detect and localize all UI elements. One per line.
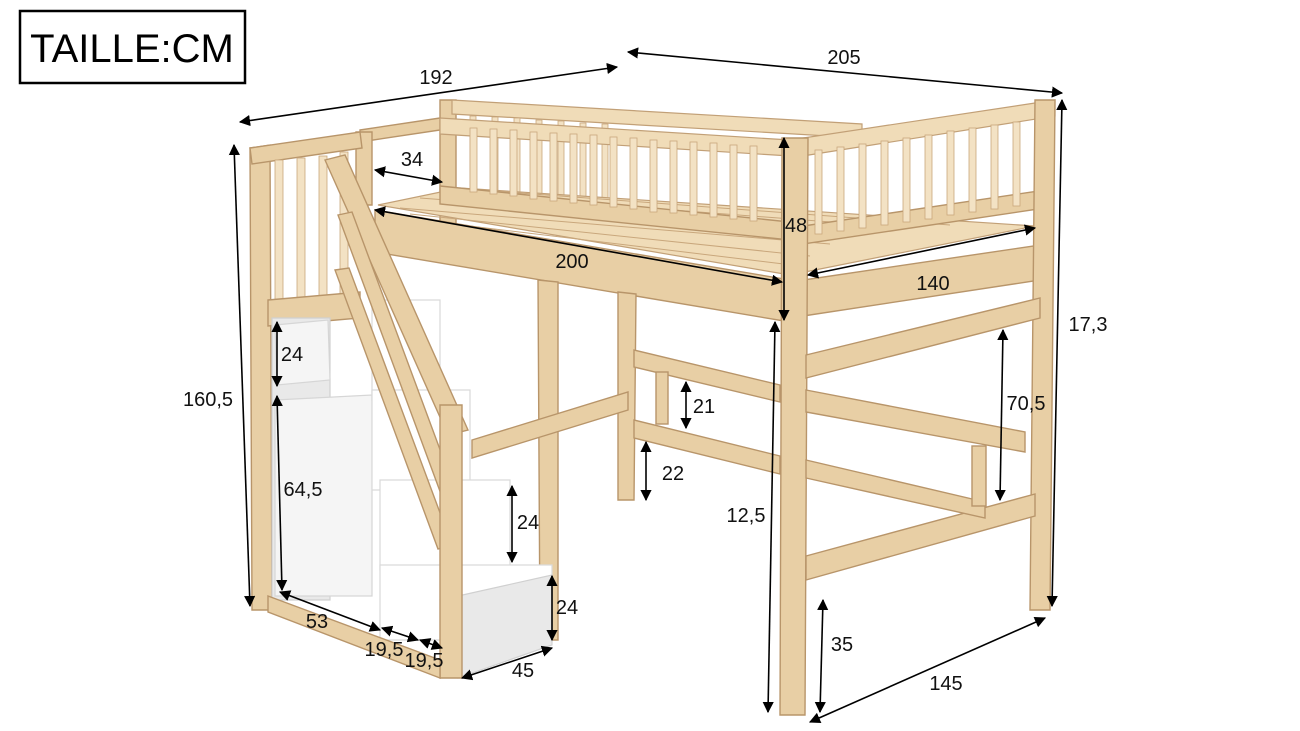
dim-line-70-5 (994, 328, 1009, 502)
back-right-post (1029, 99, 1056, 611)
label-34: 34 (401, 149, 423, 171)
label-70-5: 70,5 (1007, 393, 1046, 415)
foot-rail-mid (805, 389, 1026, 453)
label-192: 192 (419, 67, 452, 89)
label-53: 53 (306, 611, 328, 633)
label-24-low: 24 (556, 597, 578, 619)
label-21: 21 (693, 396, 715, 418)
label-160-5: 160,5 (183, 389, 233, 411)
label-205: 205 (827, 47, 860, 69)
label-24-mid: 24 (517, 512, 539, 534)
stair-outer-post (249, 144, 273, 611)
dim-line-205 (626, 47, 1064, 98)
dim-line-192 (238, 62, 619, 127)
foot-guardrail-slats (814, 121, 1021, 235)
stair-handrail (324, 154, 469, 436)
dim-line-45 (460, 645, 554, 681)
label-19-5-b: 19,5 (405, 650, 444, 672)
dim-line-19-5-a (380, 625, 420, 643)
front-guardrail-slats (469, 127, 758, 222)
dim-line-35 (814, 598, 829, 714)
title-label: TAILLE:CM (18, 9, 247, 85)
back-cross-bar (471, 391, 629, 459)
foot-rail-low (805, 493, 1036, 581)
dim-line-140 (806, 224, 1037, 279)
foot-rail-high (805, 297, 1041, 379)
label-145: 145 (929, 673, 962, 695)
foot-rail-lower (805, 459, 986, 519)
label-19-5-a: 19,5 (365, 639, 404, 661)
stair-front-post (439, 404, 463, 679)
dim-line-19-5-b (418, 638, 444, 650)
label-64-5: 64,5 (284, 479, 323, 501)
dim-line-34 (373, 166, 444, 186)
dim-line-53 (278, 590, 382, 632)
under-rail-spacer (655, 371, 669, 425)
dim-line-12-5 (762, 320, 781, 714)
label-48: 48 (785, 215, 807, 237)
label-35: 35 (831, 634, 853, 656)
loft-bed-illustration (249, 99, 1056, 716)
label-17-3: 17,3 (1069, 314, 1108, 336)
label-140: 140 (916, 273, 949, 295)
dim-line-145 (808, 616, 1047, 724)
label-200: 200 (555, 251, 588, 273)
dim-line-17-3 (1046, 98, 1068, 608)
dimension-lines (228, 47, 1068, 724)
under-rail-lower (633, 419, 781, 475)
label-22: 22 (662, 463, 684, 485)
label-24-top: 24 (281, 344, 303, 366)
label-12-5: 12,5 (727, 505, 766, 527)
dim-line-64-5 (271, 394, 288, 592)
title-text: TAILLE:CM (30, 27, 234, 71)
dim-line-200 (373, 206, 784, 286)
label-45: 45 (512, 660, 534, 682)
dimension-labels: 192 205 34 200 140 48 17,3 160,5 12,5 70… (183, 47, 1108, 695)
foot-rail-spacer (971, 445, 987, 507)
dim-line-160-5 (228, 143, 256, 608)
